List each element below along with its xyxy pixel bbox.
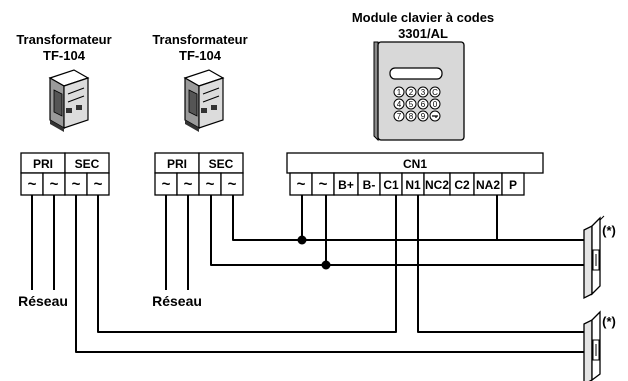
transformer-1-terminal-block: PRI SEC ~ ~ ~ ~ [20, 152, 110, 196]
wires [31, 195, 584, 353]
keypad-key-label: 1 [397, 88, 402, 97]
keypad-key [393, 110, 405, 122]
cn1-terminal-cell [501, 172, 525, 196]
keypad-key-label: 0 [433, 100, 438, 109]
sec-label: SEC [209, 157, 234, 171]
keypad-key-label: 8 [409, 112, 414, 121]
pri-label: PRI [167, 157, 187, 171]
keypad-key [429, 86, 441, 98]
network-label: Réseau [18, 293, 68, 309]
ac-terminal: ~ [206, 176, 215, 193]
cn1-connector: CN1 ~ ~ B+ B- C1 N1 NC2 C2 NA2 P [286, 152, 544, 196]
cn1-terminal-label: ~ [297, 176, 306, 193]
ac-terminal: ~ [50, 176, 59, 193]
lock-note: (*) [602, 223, 616, 238]
keypad-key [405, 110, 417, 122]
ac-terminal: ~ [72, 176, 81, 193]
cn1-terminal-label: C1 [383, 178, 399, 192]
ac-terminal: ~ [184, 176, 193, 193]
cn1-terminal-label: P [509, 178, 517, 192]
sec-label: SEC [75, 157, 100, 171]
din-rail-transformer-icon [48, 69, 90, 132]
ac-terminal: ~ [94, 176, 103, 193]
keypad-key-label: 4 [397, 100, 402, 109]
keypad-key [429, 98, 441, 110]
transformer-2-terminal-block: PRI SEC ~ ~ ~ ~ [154, 152, 244, 196]
keypad-module-model: 3301/AL [398, 26, 448, 41]
keypad-key-label: 3 [421, 88, 426, 97]
transformer-1-model: TF-104 [43, 48, 86, 63]
transformer-1-title: Transformateur [16, 32, 111, 47]
keypad-key [393, 86, 405, 98]
cn1-terminal-label: NA2 [476, 178, 500, 192]
keypad-key-label: 7 [397, 112, 402, 121]
keypad-key [405, 86, 417, 98]
transformer-2-model: TF-104 [179, 48, 222, 63]
cn1-terminal-label: C2 [454, 178, 470, 192]
key-symbol [432, 115, 438, 118]
electric-strike-icon [583, 310, 601, 381]
transformer-2-title: Transformateur [152, 32, 247, 47]
keypad-key [417, 86, 429, 98]
keypad-key [417, 98, 429, 110]
keypad-key [393, 98, 405, 110]
cn1-terminal-label: B- [363, 178, 376, 192]
keypad-module-title: Module clavier à codes [352, 10, 494, 25]
keypad-key-label: 2 [409, 88, 414, 97]
ac-terminal: ~ [228, 176, 237, 193]
cn1-terminal-label: N1 [405, 178, 421, 192]
cn1-terminal-label: B+ [338, 178, 354, 192]
keypad-key [405, 98, 417, 110]
cn1-terminal-label: NC2 [425, 178, 449, 192]
keypad-key-label: 6 [421, 100, 426, 109]
lock-note: (*) [602, 314, 616, 329]
network-label: Réseau [152, 293, 202, 309]
ac-terminal: ~ [28, 176, 37, 193]
keypad-key [417, 110, 429, 122]
keypad-key-label: 5 [409, 100, 414, 109]
keypad-key-label: 9 [421, 112, 426, 121]
pri-label: PRI [33, 157, 53, 171]
ac-terminal: ~ [162, 176, 171, 193]
cn1-terminal-label: ~ [319, 176, 328, 193]
din-rail-transformer-icon [183, 69, 225, 132]
cn1-label: CN1 [403, 157, 427, 171]
electric-strike-icon [583, 215, 605, 300]
keypad-key-label: C [432, 88, 438, 97]
